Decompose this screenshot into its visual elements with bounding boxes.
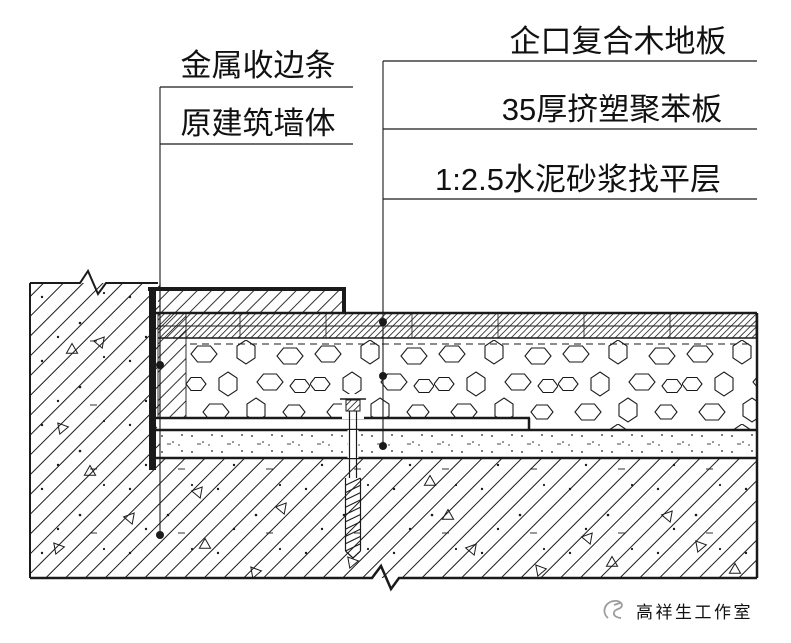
watermark-text: 高祥生工作室 — [636, 603, 753, 622]
leader-left — [156, 86, 353, 539]
screw-head — [345, 399, 361, 412]
label-mortar-leveling: 1:2.5水泥砂浆找平层 — [435, 162, 721, 197]
mortar-leveling-layer — [151, 431, 757, 460]
label-wood-floorboard: 企口复合木地板 — [510, 24, 727, 59]
label-xps-board: 35厚挤塑聚苯板 — [502, 92, 722, 127]
trim-vertical-leg — [149, 287, 156, 470]
wood-floorboard-layer — [158, 313, 757, 338]
leader-dot-wall — [156, 531, 164, 539]
screw-tip — [345, 550, 361, 559]
screw-thread — [345, 477, 361, 552]
wall-top-break-line — [30, 268, 158, 297]
metal-trim-profile — [148, 287, 346, 470]
edge-blocking-strip — [158, 291, 345, 312]
metal-trim-bottom-leg — [151, 416, 757, 432]
concrete-aggregate-symbols — [53, 336, 742, 580]
leader-dot-xps — [379, 372, 387, 380]
leader-dot-floorboard — [379, 318, 387, 326]
label-original-wall: 原建筑墙体 — [181, 106, 336, 141]
fastener-screw — [340, 394, 366, 559]
annotations: 金属收边条 原建筑墙体 企口复合木地板 35厚挤塑聚苯板 1:2.5水泥砂浆找平… — [156, 24, 757, 539]
leader-dot-mortar — [379, 442, 387, 450]
leader-dot-trim — [156, 361, 164, 369]
slab-bottom-break-line — [30, 563, 757, 592]
studio-watermark: 高祥生工作室 — [603, 600, 753, 622]
xps-board-layer — [186, 338, 757, 430]
leader-right — [379, 60, 757, 450]
wall-and-slab-section — [29, 268, 757, 592]
studio-logo-icon — [603, 600, 623, 619]
label-metal-edge-strip: 金属收边条 — [181, 48, 336, 83]
